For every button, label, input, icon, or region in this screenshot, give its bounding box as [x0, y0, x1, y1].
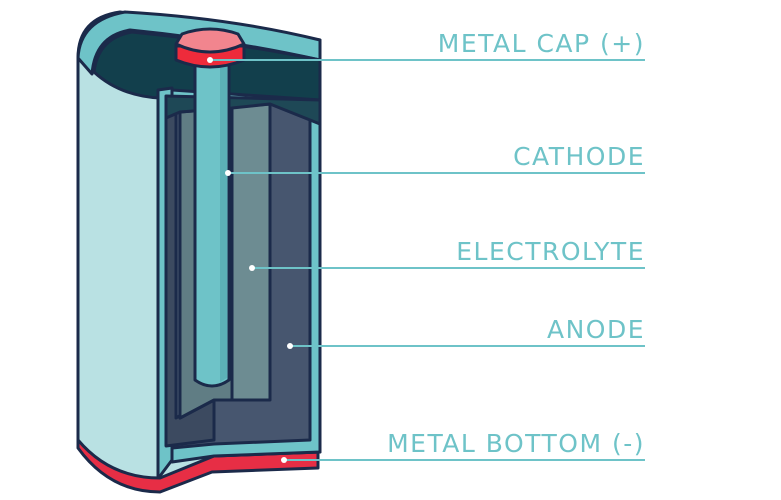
leader-dot-metal-cap	[207, 57, 213, 63]
label-electrolyte: ELECTROLYTE	[456, 237, 645, 266]
labels: METAL CAP (+) CATHODE ELECTROLYTE ANODE …	[387, 29, 645, 458]
label-metal-bottom: METAL BOTTOM (-)	[387, 429, 645, 458]
label-anode: ANODE	[547, 315, 645, 344]
battery	[76, 10, 322, 494]
label-metal-cap: METAL CAP (+)	[438, 29, 645, 58]
label-cathode: CATHODE	[513, 142, 645, 171]
cathode-rod-shade	[220, 62, 227, 382]
leader-dot-cathode	[225, 170, 231, 176]
leader-dot-electrolyte	[249, 265, 255, 271]
leader-dot-anode	[287, 343, 293, 349]
metal-cap-top	[174, 27, 246, 54]
leader-dot-metal-bottom	[281, 457, 287, 463]
leader-lines	[207, 57, 645, 463]
top-rim	[76, 10, 322, 76]
